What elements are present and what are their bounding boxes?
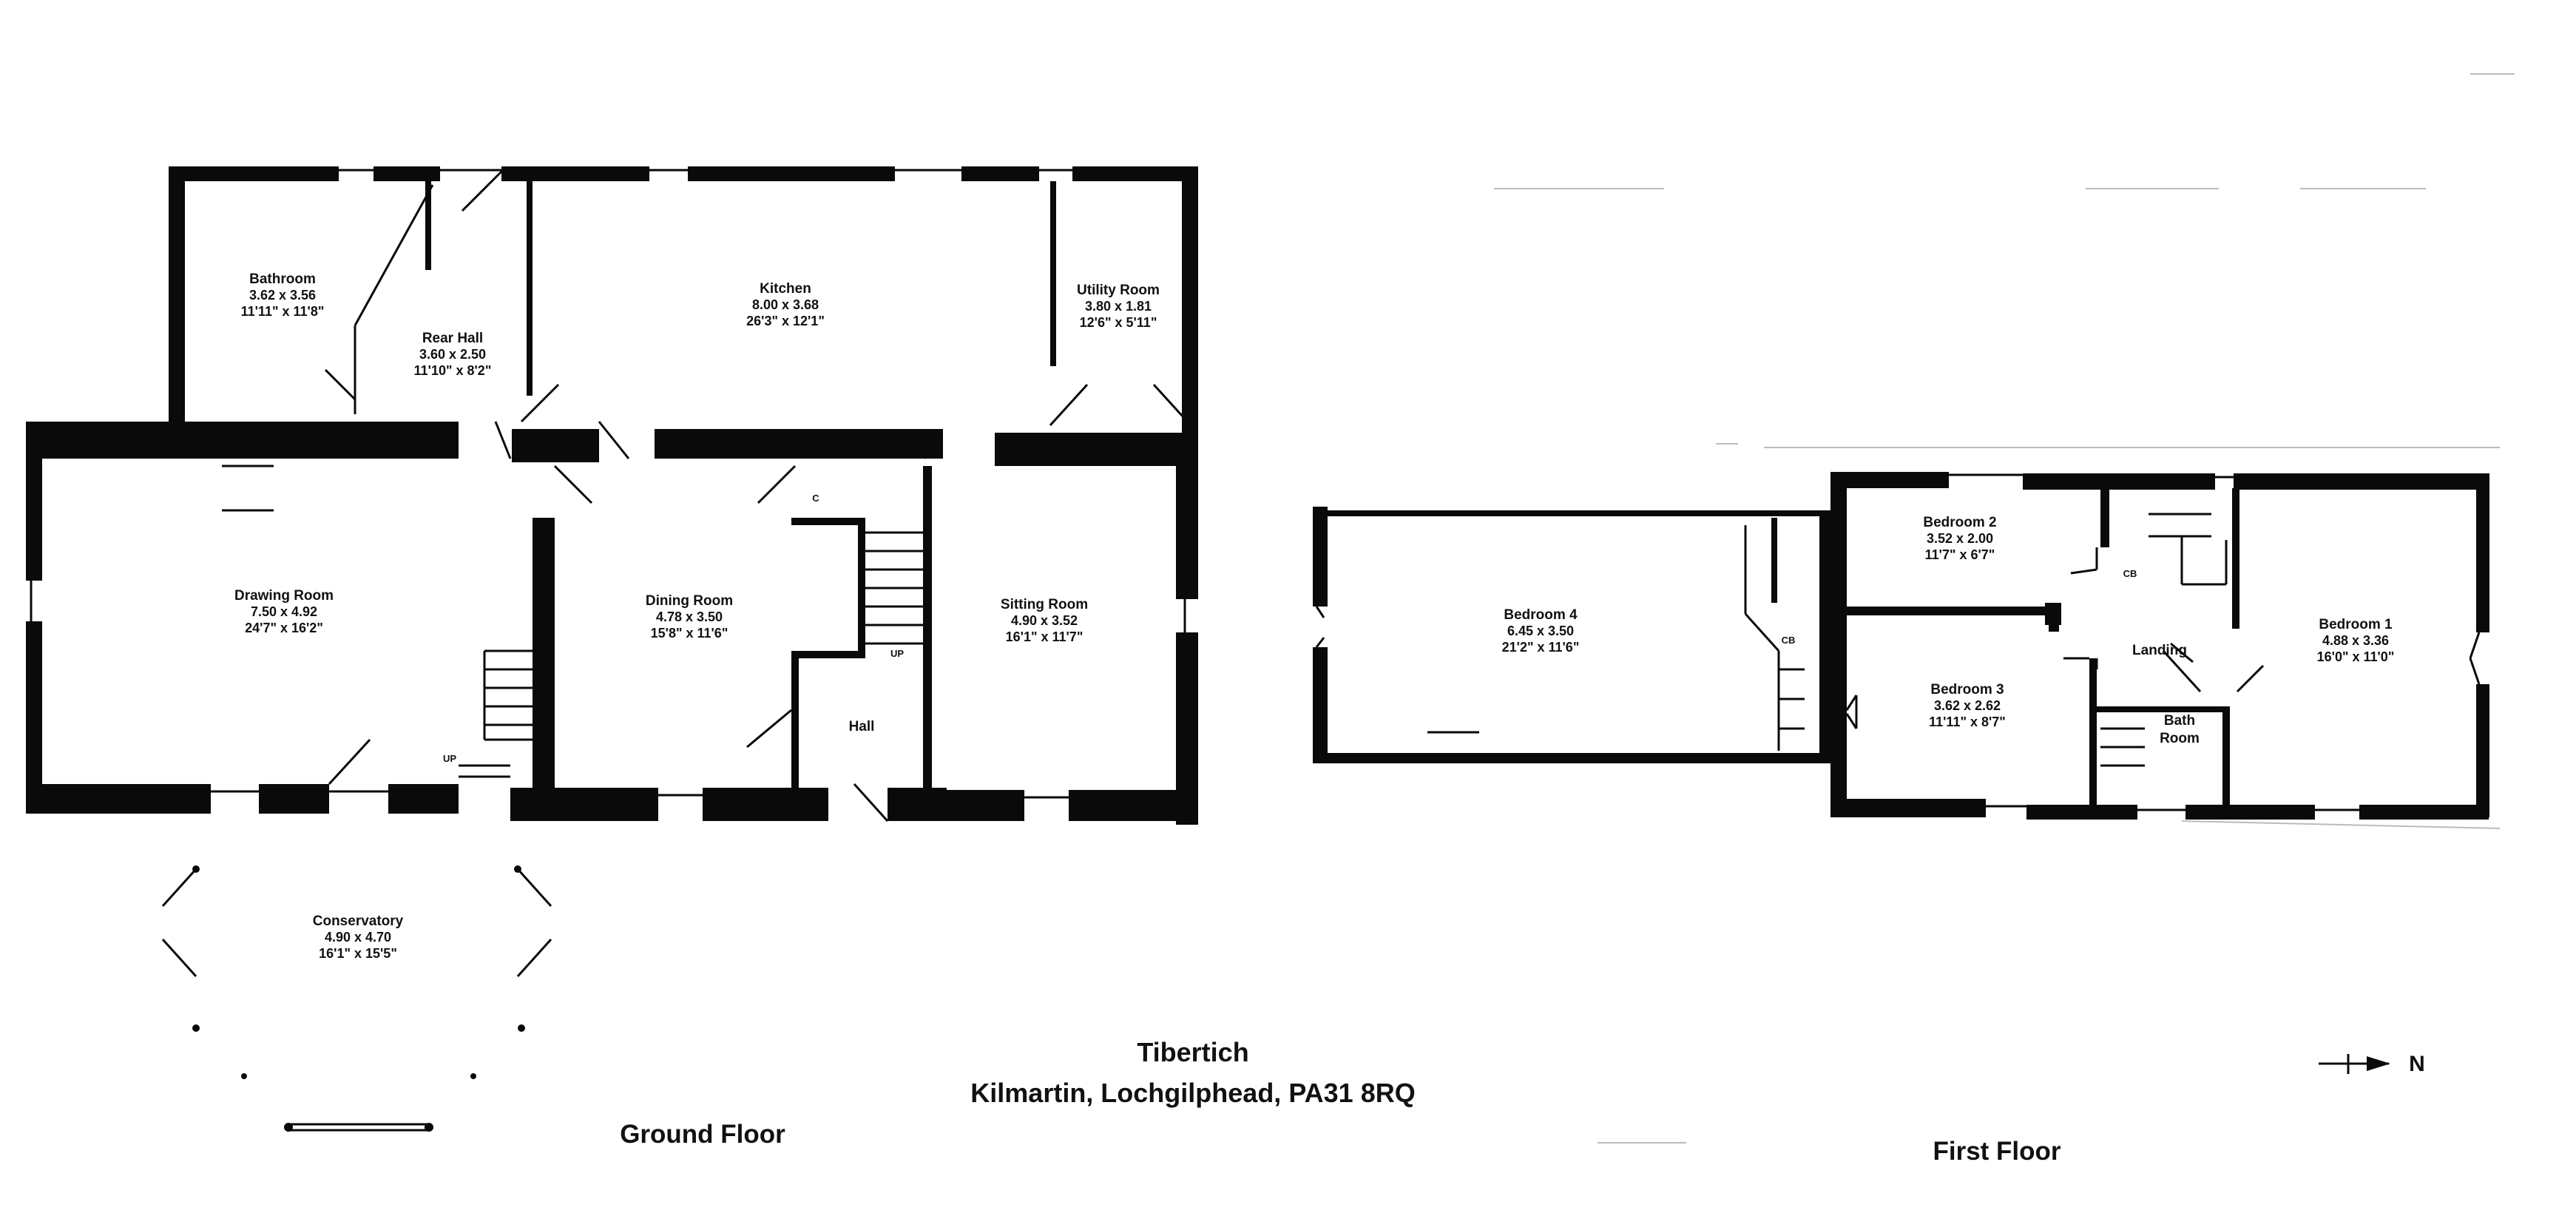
north-label: N [2409,1052,2425,1076]
room-name-hall: Hall [849,719,875,734]
room-imperial-rear-hall: 11'10" x 8'2" [414,363,492,378]
room-metric-drawing-room: 7.50 x 4.92 [251,604,317,619]
room-imperial-bedroom-3: 11'11" x 8'7" [1929,715,2006,729]
property-name: Tibertich [1137,1037,1248,1067]
room-imperial-kitchen: 26'3" x 12'1" [746,314,825,328]
ground-floor-walls [26,166,1198,825]
room-imperial-conservatory: 16'1" x 15'5" [319,946,397,961]
room-metric-utility-room: 3.80 x 1.81 [1085,299,1152,314]
first-floor-details [1315,473,2481,811]
room-metric-bedroom-2: 3.52 x 2.00 [1927,531,1993,546]
room-name-rear-hall: Rear Hall [422,331,483,346]
room-imperial-dining-room: 15'8" x 11'6" [651,626,728,641]
stairs-up-label-2: UP [890,648,904,659]
room-imperial-drawing-room: 24'7" x 16'2" [245,621,323,635]
room-imperial-bedroom-4: 21'2" x 11'6" [1502,640,1580,655]
first-floor-label: First Floor [1933,1137,2061,1166]
room-metric-bedroom-4: 6.45 x 3.50 [1507,624,1574,638]
room-name-utility-room: Utility Room [1077,283,1160,298]
room-name-bedroom-2: Bedroom 2 [1923,515,1996,530]
room-metric-bedroom-1: 4.88 x 3.36 [2322,633,2389,648]
room-imperial-sitting-room: 16'1" x 11'7" [1006,629,1084,644]
cupboard-label: C [812,493,819,504]
first-floor-walls [1313,472,2489,820]
room-imperial-bedroom-1: 16'0" x 11'0" [2317,649,2395,664]
room-name-drawing-room: Drawing Room [234,588,334,604]
scan-marks [1494,73,2515,1144]
room-imperial-bathroom: 11'11" x 11'8" [241,304,325,319]
room-metric-bathroom: 3.62 x 3.56 [249,288,316,303]
room-name-bathroom: Bathroom [249,271,316,287]
first-floor-landing-arrow [2049,611,2059,632]
room-metric-sitting-room: 4.90 x 3.52 [1011,613,1078,628]
cupboard-label-bedroom-4: CB [1782,635,1796,646]
property-address: Kilmartin, Lochgilphead, PA31 8RQ [970,1078,1415,1108]
room-name-sitting-room: Sitting Room [1001,597,1088,612]
room-metric-kitchen: 8.00 x 3.68 [752,297,819,312]
north-arrow-icon [2319,1054,2390,1074]
room-name-landing: Landing [2132,643,2187,658]
conservatory-posts [192,865,525,1132]
room-metric-bedroom-3: 3.62 x 2.62 [1934,698,2001,713]
room-name-kitchen: Kitchen [760,281,811,297]
cupboard-label-landing: CB [2123,568,2137,579]
room-name-bedroom-1: Bedroom 1 [2319,617,2393,632]
ground-floor-label: Ground Floor [620,1120,785,1149]
room-name-bedroom-4: Bedroom 4 [1504,607,1578,623]
room-imperial-utility-room: 12'6" x 5'11" [1080,315,1157,330]
room-metric-dining-room: 4.78 x 3.50 [656,609,723,624]
room-metric-rear-hall: 3.60 x 2.50 [419,347,486,362]
room-name-bath-room-line1: Bath [2164,713,2195,729]
room-name-dining-room: Dining Room [646,593,733,609]
ground-floor-details [30,169,1192,1132]
room-name-bath-room-line2: Room [2160,731,2200,746]
room-imperial-bedroom-2: 11'7" x 6'7" [1925,547,1995,562]
room-metric-conservatory: 4.90 x 4.70 [325,930,391,945]
room-name-conservatory: Conservatory [313,913,404,929]
room-name-bedroom-3: Bedroom 3 [1930,682,2004,697]
stairs-up-label: UP [443,753,456,764]
